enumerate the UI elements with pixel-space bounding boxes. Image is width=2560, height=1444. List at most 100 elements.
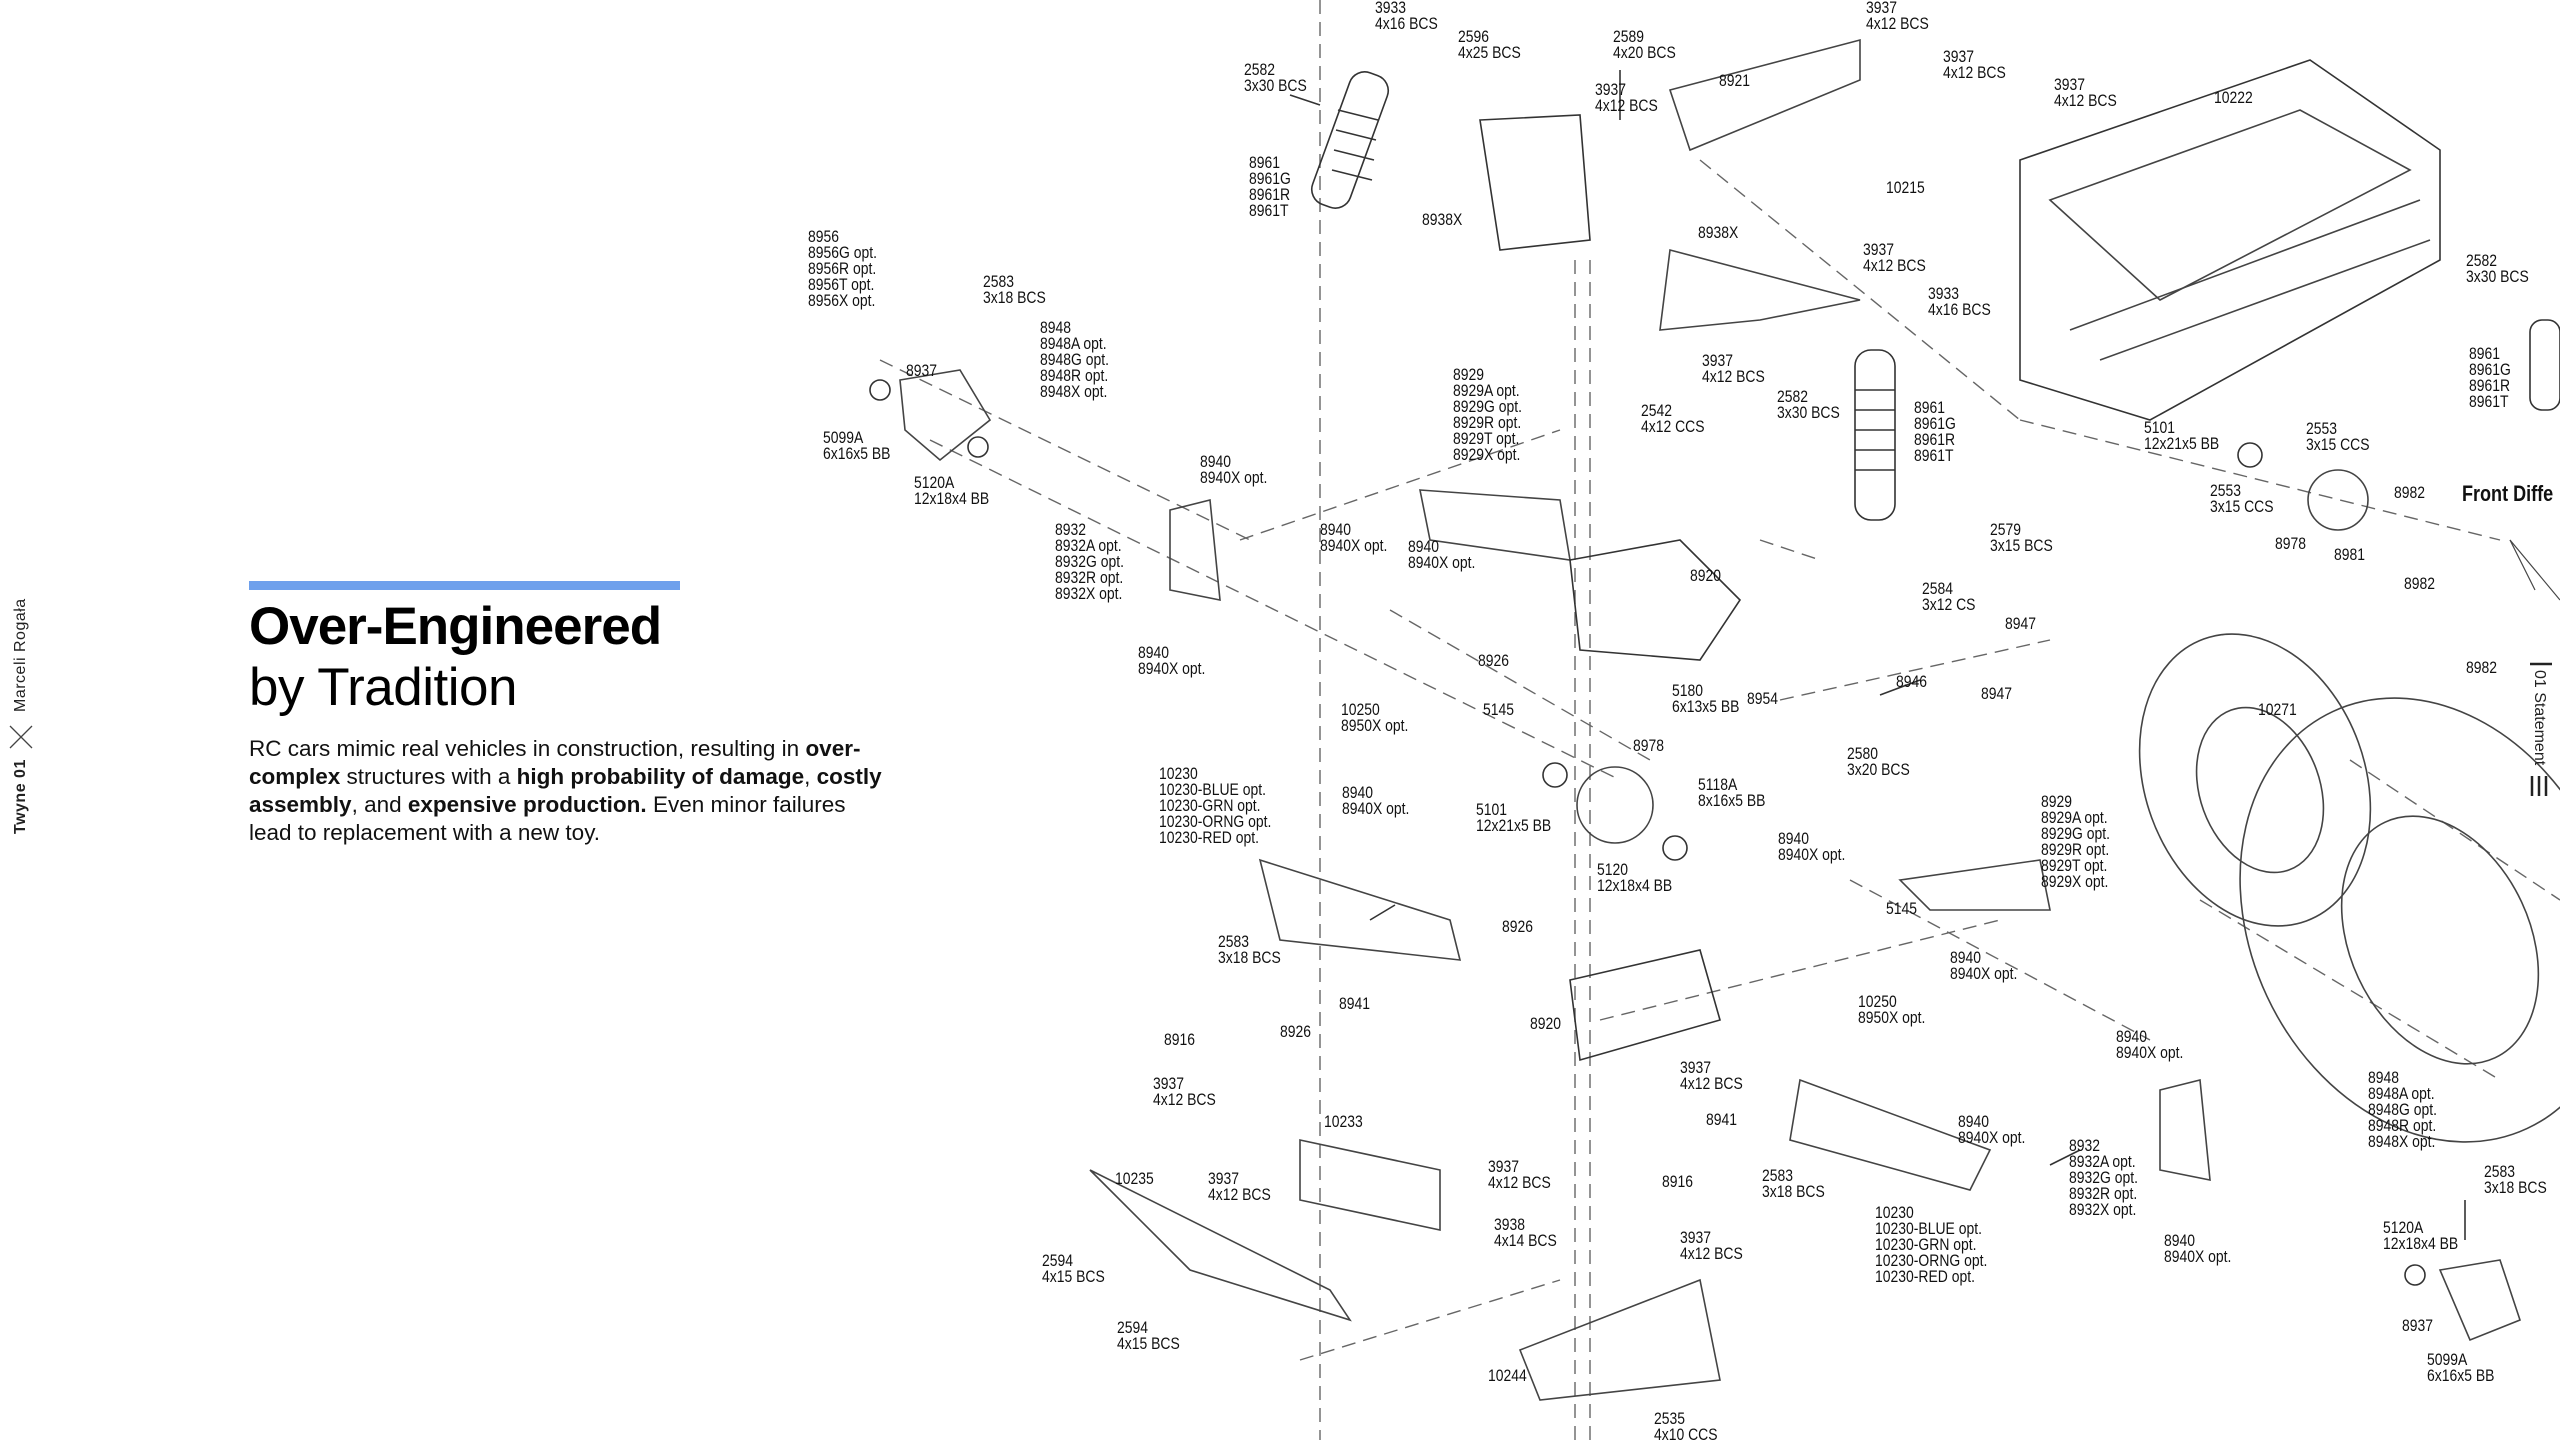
part-label: 3938 4x14 BCS	[1494, 1215, 1557, 1250]
part-label: 2583 3x18 BCS	[1762, 1166, 1825, 1201]
part-label: 2584 3x12 CS	[1922, 579, 1976, 614]
part-label: 8940 8940X opt.	[1408, 537, 1476, 572]
part-label: 2594 4x15 BCS	[1042, 1251, 1105, 1286]
part-label: 3937 4x12 BCS	[1702, 351, 1765, 386]
part-label: 2594 4x15 BCS	[1117, 1318, 1180, 1353]
part-label: 8932 8932A opt. 8932G opt. 8932R opt. 89…	[1055, 520, 1124, 603]
part-label: 8926	[1478, 651, 1510, 670]
part-label: 8948 8948A opt. 8948G opt. 8948R opt. 89…	[1040, 318, 1109, 401]
part-label: 8938X	[1698, 223, 1739, 242]
part-label: 8921	[1719, 71, 1751, 90]
part-label: 2582 3x30 BCS	[1244, 60, 1307, 95]
part-label: 3937 4x12 BCS	[1943, 47, 2006, 82]
part-label: 5145	[1483, 700, 1515, 719]
part-label: 2542 4x12 CCS	[1641, 401, 1705, 436]
part-label: 2535 4x10 CCS	[1654, 1409, 1718, 1444]
part-label: 8938X	[1422, 210, 1463, 229]
part-label: 10215	[1886, 178, 1925, 197]
part-label: 8926	[1280, 1022, 1312, 1041]
part-label: 8978	[1633, 736, 1665, 755]
part-label: 8929 8929A opt. 8929G opt. 8929R opt. 89…	[1453, 365, 1522, 464]
part-label: 8941	[1339, 994, 1371, 1013]
headline-bold: Over-Engineered	[249, 597, 662, 656]
part-label: 10230 10230-BLUE opt. 10230-GRN opt. 102…	[1875, 1203, 1988, 1286]
part-label: 8978	[2275, 534, 2307, 553]
part-label: 8954	[1747, 689, 1779, 708]
part-label: 8916	[1164, 1030, 1196, 1049]
para-emphasis: over-complex	[249, 736, 861, 789]
part-label: 5120 12x18x4 BB	[1597, 860, 1673, 895]
part-label: 8982	[2466, 658, 2498, 677]
part-label: 2580 3x20 BCS	[1847, 744, 1910, 779]
part-label: 8961 8961G 8961R 8961T	[1914, 398, 1956, 465]
part-label: 8981	[2334, 545, 2366, 564]
part-label: 8920	[1690, 566, 1722, 585]
part-label: 5180 6x13x5 BB	[1672, 681, 1740, 716]
part-label: 5101 12x21x5 BB	[2144, 418, 2220, 453]
part-label: 3933 4x16 BCS	[1928, 284, 1991, 319]
part-label: 2579 3x15 BCS	[1990, 520, 2053, 555]
part-label: 2589 4x20 BCS	[1613, 27, 1676, 62]
part-label: 3937 4x12 BCS	[1208, 1169, 1271, 1204]
part-label: 8937	[906, 361, 938, 380]
part-label: 2583 3x18 BCS	[1218, 932, 1281, 967]
part-label: 8940 8940X opt.	[1950, 948, 2018, 983]
section-label: 01 Statement	[2531, 670, 2548, 766]
part-label: 10233	[1324, 1112, 1363, 1131]
author-name: Marceli Rogała	[12, 598, 29, 712]
part-label: 8947	[1981, 684, 2013, 703]
part-label: 8926	[1502, 917, 1534, 936]
part-label: 10244	[1488, 1366, 1527, 1385]
part-label: 3937 4x12 BCS	[1680, 1058, 1743, 1093]
para-text: ,	[804, 764, 817, 789]
part-label: 3937 4x12 BCS	[1863, 240, 1926, 275]
para-text: Even minor failures lead to replacement …	[249, 792, 846, 845]
para-text: RC cars mimic real vehicles in construct…	[249, 736, 806, 761]
part-label: 2553 3x15 CCS	[2306, 419, 2370, 454]
accent-bar	[249, 581, 680, 590]
section-indicator-icon	[2530, 662, 2552, 796]
part-label: 3937 4x12 BCS	[2054, 75, 2117, 110]
deck-title: Twyne 01	[12, 759, 29, 834]
part-label: 8947	[2005, 614, 2037, 633]
part-label: 10222	[2214, 88, 2253, 107]
part-label: 10271	[2258, 700, 2297, 719]
part-label: 5120A 12x18x4 BB	[914, 473, 990, 508]
part-label: 3937 4x12 BCS	[1866, 0, 1929, 33]
part-label: 2582 3x30 BCS	[2466, 251, 2529, 286]
part-label: 8940 8940X opt.	[1342, 783, 1410, 818]
part-label: 5099A 6x16x5 BB	[823, 428, 891, 463]
part-label: 2553 3x15 CCS	[2210, 481, 2274, 516]
part-label: 8940 8940X opt.	[2116, 1027, 2184, 1062]
part-label: 3937 4x12 BCS	[1488, 1157, 1551, 1192]
part-label: 2583 3x18 BCS	[2484, 1162, 2547, 1197]
part-label: 8941	[1706, 1110, 1738, 1129]
para-text: structures with a	[340, 764, 517, 789]
part-label: 3933 4x16 BCS	[1375, 0, 1438, 33]
part-label: 8920	[1530, 1014, 1562, 1033]
part-label: 5145	[1886, 899, 1918, 918]
part-label: 8940 8940X opt.	[1320, 520, 1388, 555]
para-emphasis: expensive production.	[407, 792, 647, 817]
part-label: 10230 10230-BLUE opt. 10230-GRN opt. 102…	[1159, 764, 1272, 847]
part-label: 8956 8956G opt. 8956R opt. 8956T opt. 89…	[808, 227, 877, 310]
para-emphasis: costly assembly	[249, 764, 882, 817]
part-label: 5118A 8x16x5 BB	[1698, 775, 1766, 810]
part-label: 8961 8961G 8961R 8961T	[2469, 344, 2511, 411]
part-label: 2582 3x30 BCS	[1777, 387, 1840, 422]
part-label: 3937 4x12 BCS	[1595, 80, 1658, 115]
part-label: 8940 8940X opt.	[1778, 829, 1846, 864]
part-label: 8946	[1896, 672, 1928, 691]
para-emphasis: high probability of damage	[516, 764, 805, 789]
part-label: 8932 8932A opt. 8932G opt. 8932R opt. 89…	[2069, 1136, 2138, 1219]
part-label: 3937 4x12 BCS	[1153, 1074, 1216, 1109]
headline-subtitle: by Tradition	[249, 658, 517, 717]
part-label: 8948 8948A opt. 8948G opt. 8948R opt. 89…	[2368, 1068, 2437, 1151]
part-label: 8940 8940X opt.	[2164, 1231, 2232, 1266]
close-x-icon	[9, 725, 33, 749]
part-label: 10250 8950X opt.	[1858, 992, 1926, 1027]
part-label: 8940 8940X opt.	[1138, 643, 1206, 678]
part-label: 8961 8961G 8961R 8961T	[1249, 153, 1291, 220]
part-label: 8982	[2394, 483, 2426, 502]
part-label: 8929 8929A opt. 8929G opt. 8929R opt. 89…	[2041, 792, 2110, 891]
